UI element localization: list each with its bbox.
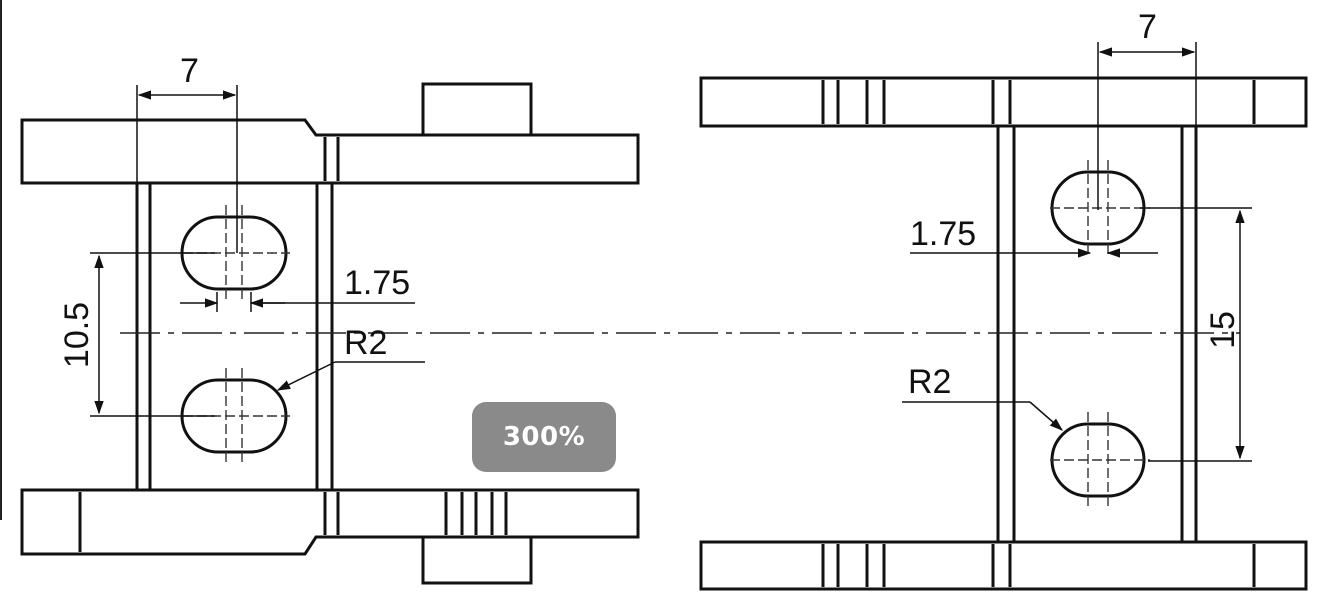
right-slot-dimension: 1.75 [910,215,976,253]
right-radius-label: R2 [908,363,951,401]
left-upper-slot [180,215,288,291]
left-slot-dimension: 1.75 [344,264,410,302]
left-bottom-plate [20,488,640,556]
left-top-tab [421,82,533,137]
left-radius-label: R2 [344,324,387,362]
left-width-dimension: 7 [180,52,199,90]
right-top-plate [699,76,1308,128]
left-height-dimension: 10.5 [58,302,96,368]
right-view [699,76,1308,591]
left-view [20,82,640,585]
right-height-dimension: 15 [1204,311,1242,349]
left-lower-slot [180,378,288,454]
zoom-level-badge: 300% [472,402,616,472]
right-bottom-plate [699,540,1308,591]
left-bottom-tab [421,535,533,585]
right-width-dimension: 7 [1138,8,1157,46]
left-top-plate [20,118,640,185]
window-edge [0,0,2,520]
